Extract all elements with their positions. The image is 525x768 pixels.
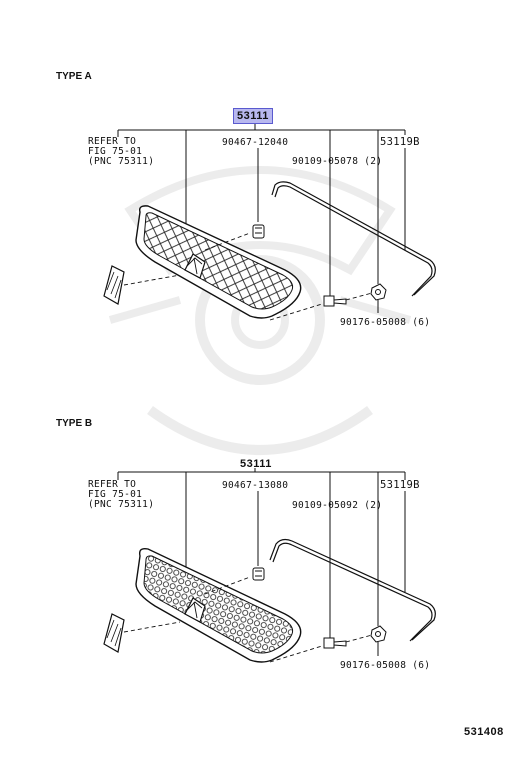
refer-line-2: FIG 75-01 [88,146,143,157]
type-b-screw-part-number[interactable]: 90109-05092 (2) [292,500,383,511]
type-b-grille [135,547,302,663]
type-a-assembly-number[interactable]: 53111 [233,108,273,124]
type-b-moulding-part-number[interactable]: 53119B [380,479,420,491]
refer-line-1: REFER TO [88,136,137,147]
type-b-nut [370,625,387,643]
type-a-moulding-part-number[interactable]: 53119B [380,136,420,148]
type-a-screw [323,295,347,307]
refer-line-2: FIG 75-01 [88,489,143,500]
type-a-leader-lines [117,124,406,296]
type-b-leader-lines [117,468,406,638]
refer-line-3: (PNC 75311) [88,156,155,167]
type-b-screw [323,637,347,649]
type-b-label: TYPE B [56,418,93,429]
type-b-assembly-number[interactable]: 53111 [240,458,272,470]
type-a-side-bracket [103,265,125,305]
type-b-side-bracket [103,613,125,653]
type-b-clip-part-number[interactable]: 90467-13080 [222,480,289,491]
type-a-screw-part-number[interactable]: 90109-05078 (2) [292,156,383,167]
type-b-refer-note: REFER TO FIG 75-01 (PNC 75311) [88,480,154,510]
type-a-moulding [271,181,436,297]
type-a-clip [252,224,265,239]
type-a-label: TYPE A [56,71,92,82]
type-b-moulding [269,538,436,642]
refer-line-3: (PNC 75311) [88,499,155,510]
type-a-nut [370,283,387,301]
type-a-clip-part-number[interactable]: 90467-12040 [222,137,289,148]
type-b-clip [252,567,265,581]
type-a-refer-note: REFER TO FIG 75-01 (PNC 75311) [88,137,154,167]
type-a-nut-part-number[interactable]: 90176-05008 (6) [340,317,431,328]
type-b-nut-part-number[interactable]: 90176-05008 (6) [340,660,431,671]
figure-number: 531408 [464,726,504,738]
type-a-assembly-highlight[interactable]: 53111 [233,108,273,124]
refer-line-1: REFER TO [88,479,137,490]
type-a-grille [135,205,302,319]
